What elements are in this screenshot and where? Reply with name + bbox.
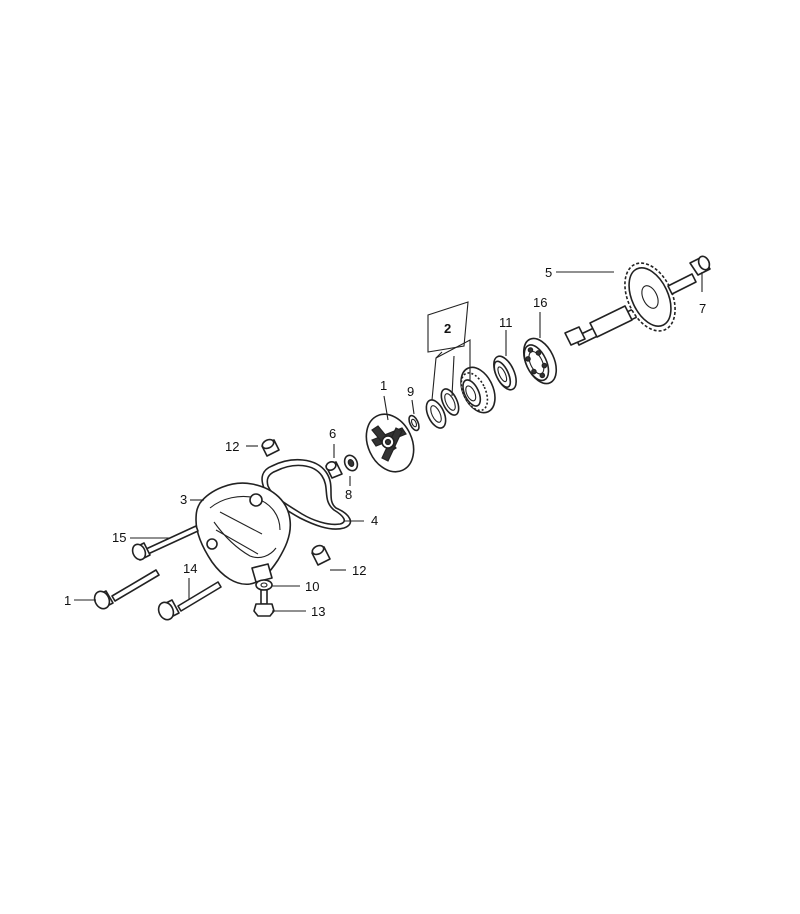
label-15: 15 [112,530,126,545]
long-bolt [131,525,199,561]
leader-lines [74,271,703,612]
label-9: 9 [407,384,414,399]
impeller [365,413,415,473]
water-pump-cover [195,482,292,586]
drain-bolt [253,589,275,617]
label-16: 16 [533,295,547,310]
seal-ring-outer [440,388,460,416]
label-6: 6 [329,426,336,441]
label-4: 4 [371,513,378,528]
label-7: 7 [699,301,706,316]
label-10: 10 [305,579,319,594]
bearing [522,337,558,385]
dowel-pin-upper [261,438,280,457]
label-11: 11 [499,315,513,330]
label-8: 8 [345,487,352,502]
seal-ring-inner [425,399,447,429]
label-5: 5 [545,265,552,280]
washer [408,414,420,432]
dowel-pin-lower [311,544,331,566]
flange-bolt-left [93,569,160,610]
flange-bolt-14 [157,581,222,621]
impeller-nut [343,454,359,472]
label-12-bottom: 12 [352,563,366,578]
label-14: 14 [183,561,197,576]
sealing-washer [255,579,273,591]
label-1-bolt: 1 [64,593,71,608]
label-13: 13 [311,604,325,619]
shaft-collar [689,255,711,276]
mechanical-seal [460,366,496,414]
label-1-impeller: 1 [380,378,387,393]
pump-shaft-gear [564,262,697,346]
dowel-pin [325,461,343,479]
label-12-top: 12 [225,439,239,454]
oil-seal [493,355,517,391]
part-labels: 5 7 16 11 2 1 9 6 8 12 3 4 15 12 14 10 1… [64,265,706,619]
label-3: 3 [180,492,187,507]
label-2: 2 [444,321,451,336]
